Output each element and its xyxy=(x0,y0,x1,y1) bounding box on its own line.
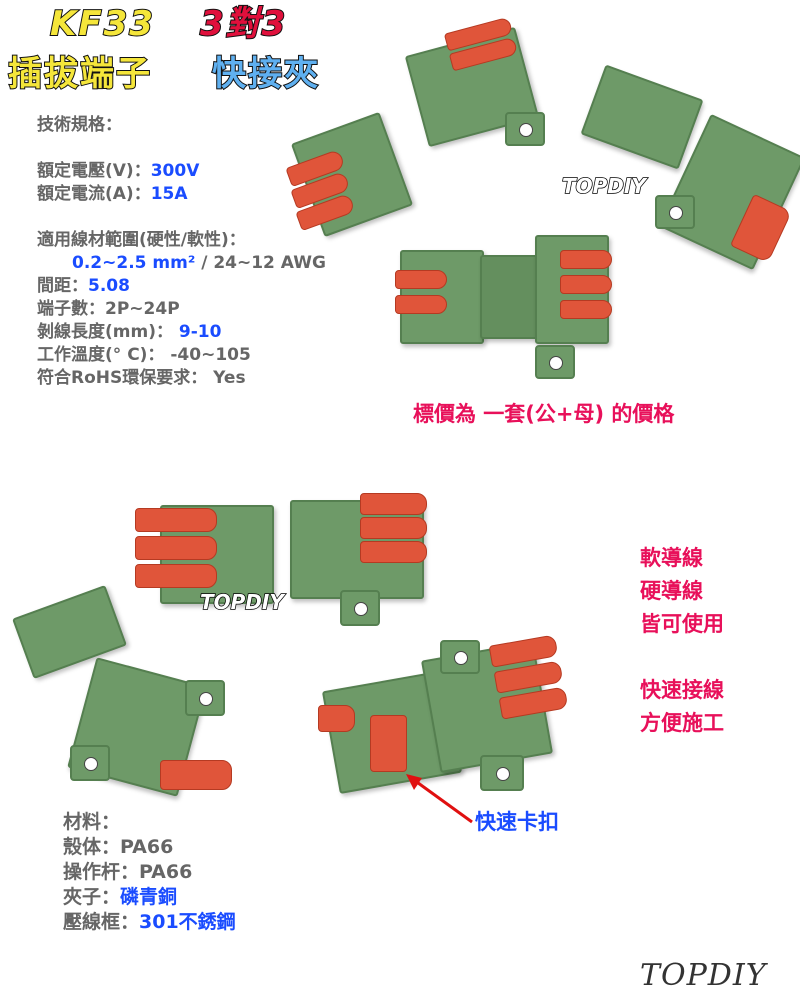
rohs-label: 符合RoHS環保要求： xyxy=(37,368,208,388)
strip-value: 9-10 xyxy=(178,322,222,342)
frame-label: 壓線框： xyxy=(63,911,140,933)
spec-heading: 技術規格： xyxy=(37,115,122,135)
frame-value: 301不銹鋼 xyxy=(139,911,236,933)
voltage-value: 300V xyxy=(150,161,200,181)
title-pairing: 3對3 xyxy=(199,3,288,45)
current-label: 額定電流(A)： xyxy=(37,184,151,204)
arrow-icon xyxy=(406,774,473,824)
price-note: 標價為 一套(公+母) 的價格 xyxy=(413,402,675,426)
feature: 軟導線 xyxy=(640,546,703,570)
pitch-value: 5.08 xyxy=(88,276,130,296)
feature: 皆可使用 xyxy=(640,612,724,636)
wire-awg: / 24~12 AWG xyxy=(195,253,326,273)
current-value: 15A xyxy=(150,184,188,204)
voltage-label: 額定電壓(V)： xyxy=(37,161,151,181)
spec-list: 技術規格： 額定電壓(V)：300V 額定電流(A)：15A 適用線材範圍(硬性/軟性… xyxy=(37,114,326,390)
title-type: 快接夾 xyxy=(211,53,320,95)
pitch-label: 間距： xyxy=(37,276,88,296)
wire-mm: 0.2~2.5 mm² xyxy=(72,253,196,273)
brand-logo: TOPDIY xyxy=(640,958,767,993)
temp-value: -40~105 xyxy=(170,345,251,365)
feature: 硬導線 xyxy=(640,579,703,603)
feature: 方便施工 xyxy=(640,711,724,735)
lever-material: 操作杆：PA66 xyxy=(63,861,193,883)
materials-heading: 材料： xyxy=(63,811,121,833)
callout-label: 快速卡扣 xyxy=(475,810,559,834)
watermark: TOPDIY xyxy=(199,589,284,615)
title-model: KF33 xyxy=(49,3,155,45)
housing: 殼体：PA66 xyxy=(63,836,174,858)
clamp-value: 磷青銅 xyxy=(120,886,178,908)
clamp-label: 夾子： xyxy=(63,886,121,908)
feature: 快速接線 xyxy=(640,678,724,702)
temp-label: 工作溫度(° C)： xyxy=(37,345,165,365)
strip-label: 剝線長度(mm)： xyxy=(37,322,173,342)
wire-label: 適用線材範圍(硬性/軟性)： xyxy=(37,230,246,250)
materials-list: 材料： 殼体：PA66 操作杆：PA66 夾子：磷青銅壓線框：301不銹鋼 xyxy=(63,810,236,935)
watermark: TOPDIY xyxy=(561,173,646,199)
title-name: 插拔端子 xyxy=(7,53,152,95)
rohs-value: Yes xyxy=(213,368,246,388)
feature-list: 軟導線硬導線皆可使用快速接線方便施工 xyxy=(640,542,724,740)
poles: 端子數：2P~24P xyxy=(37,299,180,319)
